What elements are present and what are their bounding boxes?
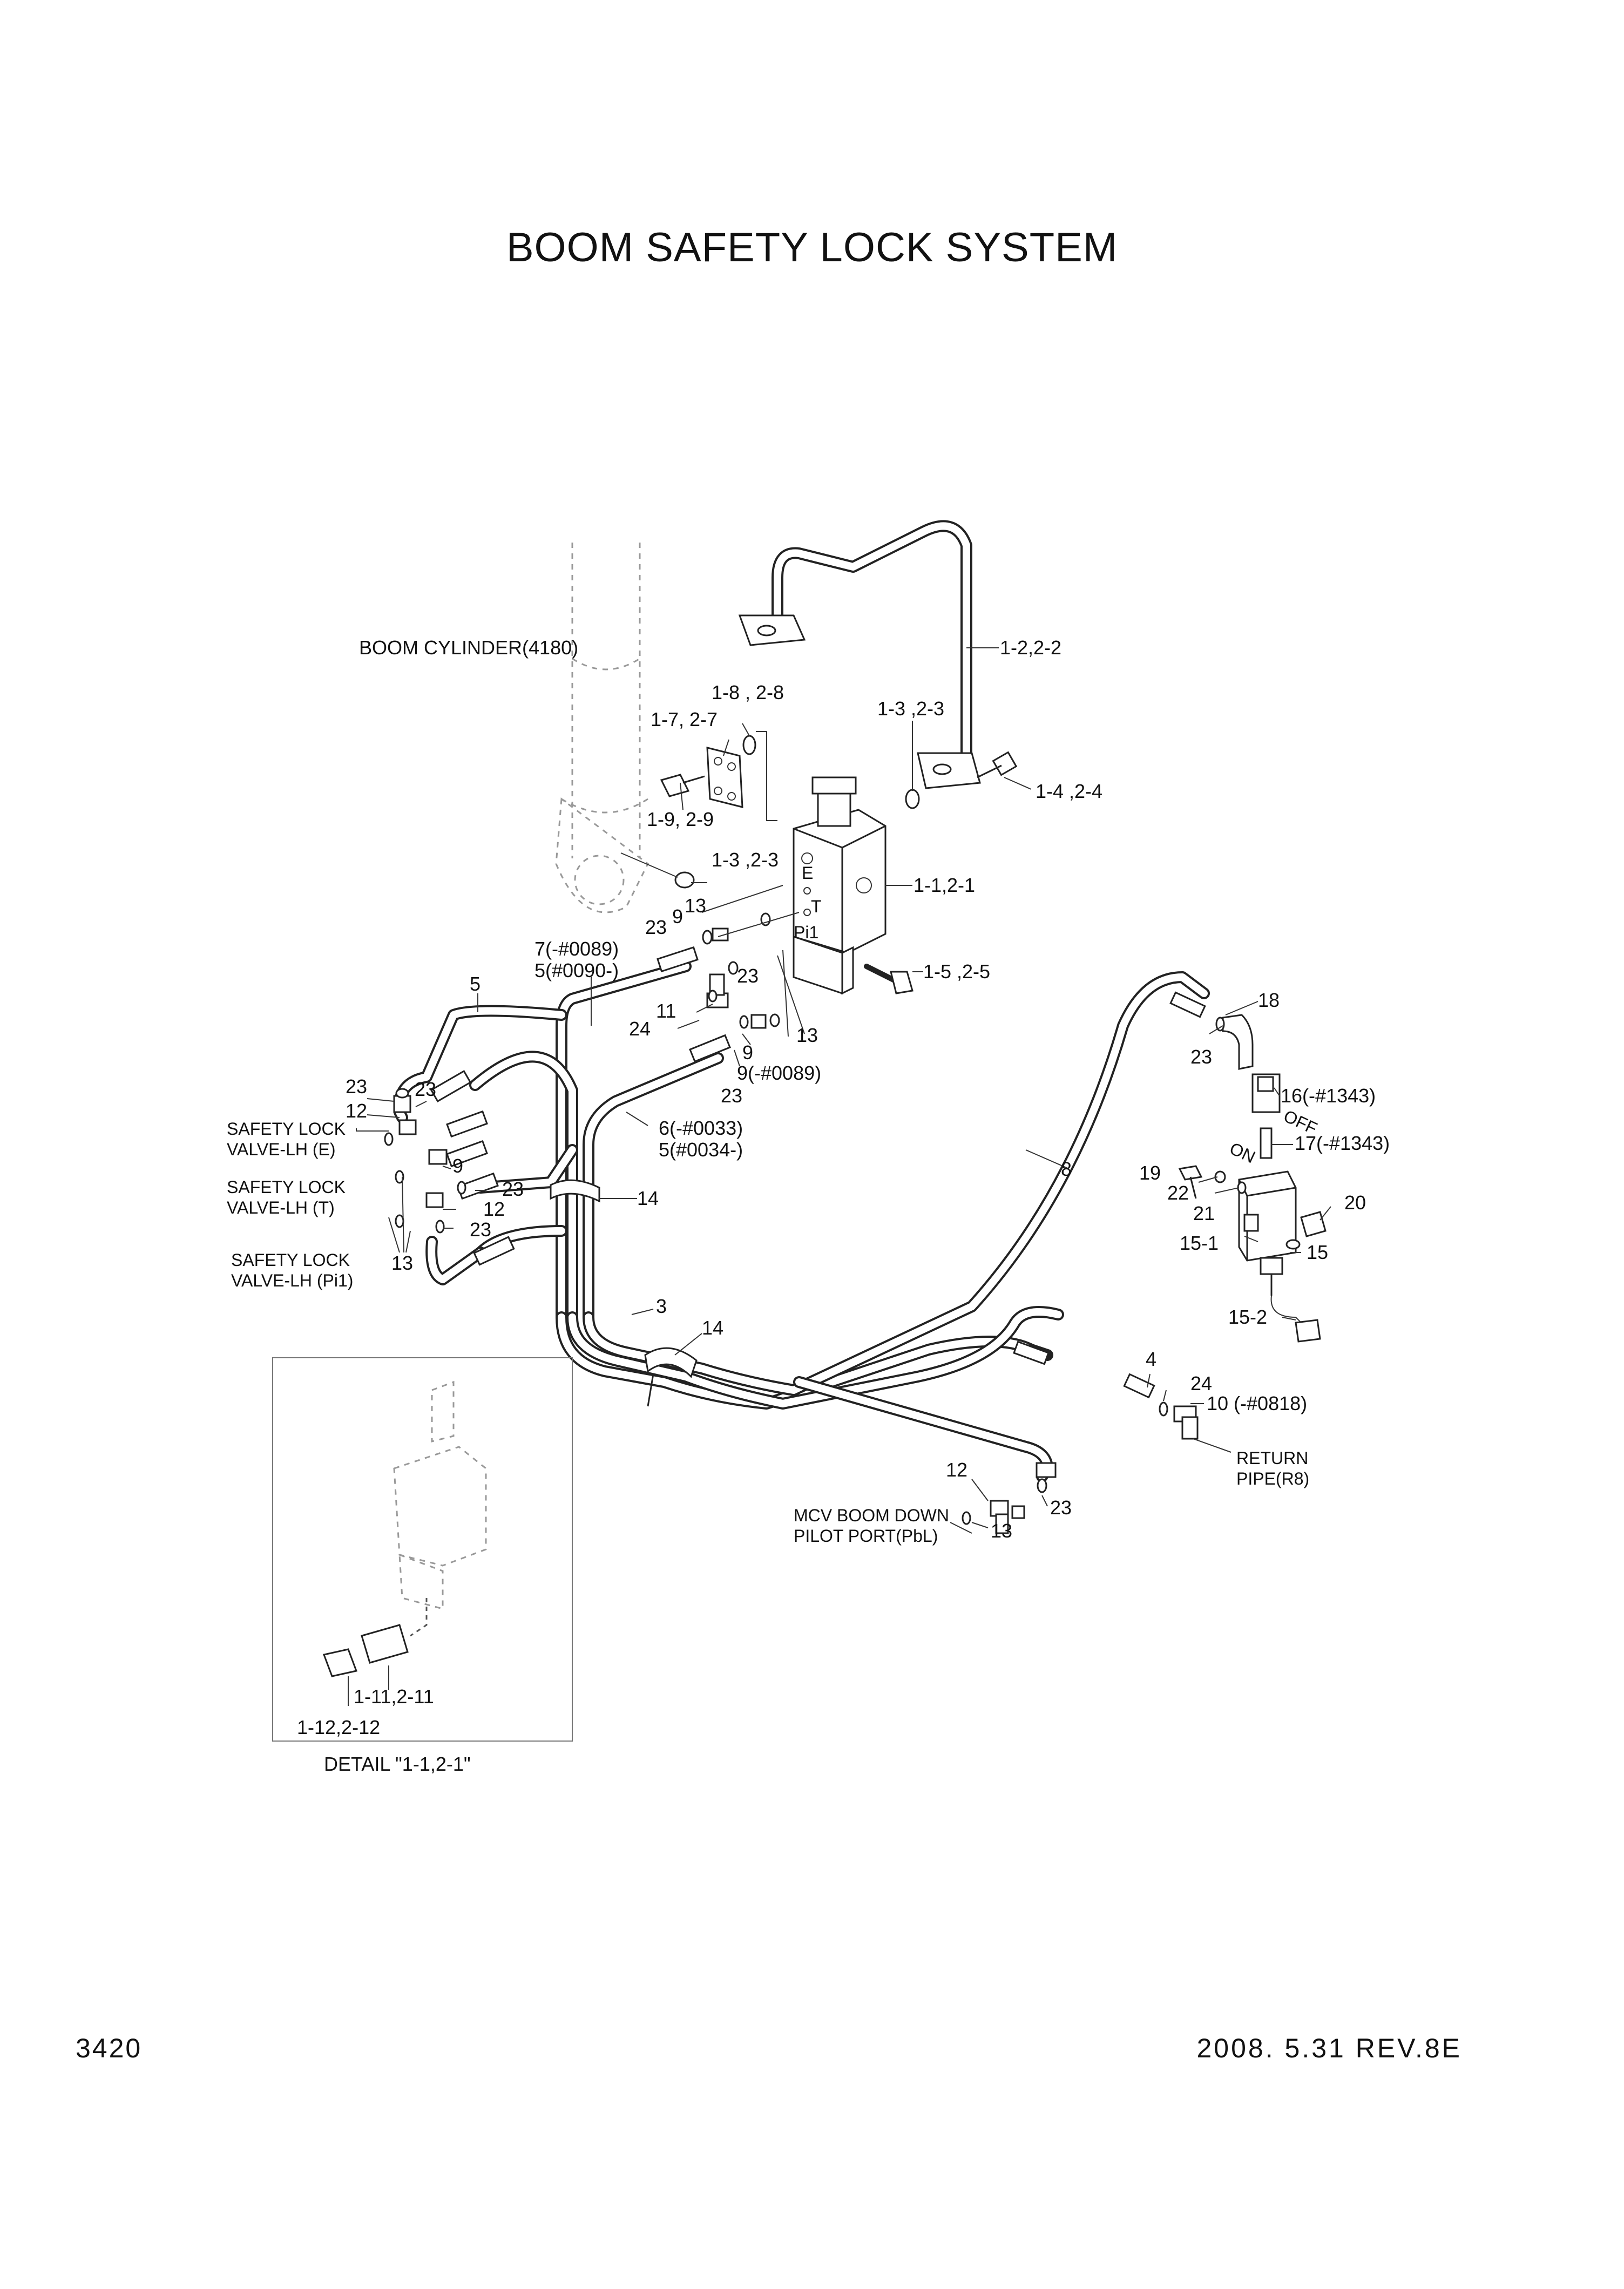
label-1-2: 1-2,2-2 — [1000, 636, 1061, 659]
label-14-a: 14 — [637, 1187, 659, 1209]
label-23-d: 23 — [346, 1075, 367, 1098]
label-23-g: 23 — [470, 1218, 491, 1241]
label-5-a: 5(#0090-) — [534, 959, 619, 981]
port-pi1-label: Pi1 — [794, 923, 818, 942]
label-slv-e-2: VALVE-LH (E) — [227, 1140, 336, 1159]
label-23-c: 23 — [721, 1085, 742, 1107]
pipe-bundle-lower — [550, 971, 1210, 1482]
label-13-d: 13 — [991, 1520, 1012, 1542]
detail-box — [272, 1357, 573, 1742]
label-mcv-1: MCV BOOM DOWN — [794, 1506, 949, 1525]
label-1-3-top: 1-3 ,2-3 — [877, 697, 944, 720]
label-1-4: 1-4 ,2-4 — [1036, 780, 1102, 802]
label-12-b: 12 — [483, 1198, 505, 1220]
fittings-block — [702, 912, 780, 1029]
label-4: 4 — [1146, 1348, 1156, 1370]
label-14-b: 14 — [702, 1317, 723, 1339]
port-e-label: E — [802, 863, 813, 883]
page-number: 3420 — [76, 2033, 143, 2063]
label-16: 16(-#1343) — [1281, 1085, 1376, 1107]
label-return-2: PIPE(R8) — [1236, 1469, 1309, 1488]
callout-labels: BOOM CYLINDER(4180) 1-2,2-2 1-8 , 2-8 1-… — [227, 636, 1390, 1775]
label-1-1: 1-1,2-1 — [914, 874, 975, 896]
label-15-2: 15-2 — [1228, 1306, 1267, 1328]
label-18: 18 — [1258, 989, 1280, 1011]
label-9-a: 9 — [672, 905, 683, 927]
label-13-b: 13 — [796, 1024, 818, 1046]
leader-lines — [356, 647, 1331, 1534]
label-19: 19 — [1139, 1162, 1161, 1184]
valve-block-1-1: E T Pi1 — [793, 776, 887, 995]
label-17: 17(-#1343) — [1295, 1132, 1390, 1154]
label-slv-t-2: VALVE-LH (T) — [227, 1198, 335, 1217]
label-9-d: 9 — [452, 1155, 463, 1177]
label-23-h: 23 — [1190, 1046, 1212, 1068]
label-23-i: 23 — [1050, 1496, 1072, 1519]
label-9-b: 9 — [742, 1041, 753, 1064]
label-5-c: 5(#0034-) — [659, 1139, 743, 1161]
label-1-7: 1-7, 2-7 — [651, 708, 718, 730]
page-title: BOOM SAFETY LOCK SYSTEM — [506, 225, 1118, 270]
label-13-a: 13 — [685, 895, 706, 917]
bolt-1-4 — [977, 751, 1018, 778]
label-1-8: 1-8 , 2-8 — [712, 681, 784, 703]
revision-date: 2008. 5.31 REV.8E — [1196, 2033, 1462, 2063]
label-slv-e-1: SAFETY LOCK — [227, 1119, 346, 1139]
label-21: 21 — [1193, 1202, 1215, 1224]
label-12-c: 12 — [946, 1459, 967, 1481]
right-valve-assembly: OFF ON — [1178, 1014, 1327, 1343]
return-fittings — [962, 1373, 1199, 1534]
label-5-b: 5 — [470, 973, 481, 995]
label-mcv-2: PILOT PORT(PbL) — [794, 1526, 938, 1546]
label-15-1: 15-1 — [1180, 1232, 1219, 1254]
bolt-1-5 — [864, 964, 914, 994]
label-23-b: 23 — [737, 965, 759, 987]
label-23-e: 23 — [415, 1078, 436, 1100]
boom-cylinder — [555, 543, 649, 913]
label-6: 6(-#0033) — [659, 1117, 743, 1139]
label-boom-cylinder: BOOM CYLINDER(4180) — [359, 636, 578, 659]
label-1-12: 1-12,2-12 — [297, 1716, 380, 1738]
port-t-label: T — [811, 897, 822, 916]
label-24-a: 24 — [629, 1018, 651, 1040]
label-12-a: 12 — [346, 1100, 367, 1122]
flange-1-7 — [660, 747, 743, 808]
label-return-1: RETURN — [1236, 1448, 1308, 1468]
label-23-f: 23 — [502, 1178, 524, 1200]
tap-on-label: ON — [1227, 1139, 1258, 1167]
label-1-3-mid: 1-3 ,2-3 — [712, 849, 779, 871]
label-1-9: 1-9, 2-9 — [647, 808, 714, 830]
hose-bundle-upper — [393, 946, 731, 1323]
label-slv-t-1: SAFETY LOCK — [227, 1177, 346, 1197]
label-1-11: 1-11,2-11 — [354, 1685, 434, 1708]
label-8: 8 — [1061, 1158, 1072, 1180]
label-3: 3 — [656, 1295, 667, 1317]
label-23-a: 23 — [645, 916, 667, 938]
detail-caption: DETAIL "1-1,2-1" — [324, 1753, 471, 1775]
label-24-b: 24 — [1190, 1372, 1212, 1394]
label-15: 15 — [1307, 1241, 1328, 1263]
label-slv-p-2: VALVE-LH (Pi1) — [231, 1271, 353, 1290]
label-slv-p-1: SAFETY LOCK — [231, 1250, 350, 1270]
label-22: 22 — [1167, 1182, 1189, 1204]
label-10: 10 (-#0818) — [1207, 1392, 1307, 1414]
pipe-1-2 — [738, 520, 981, 789]
o-rings — [674, 735, 920, 889]
label-11: 11 — [656, 1000, 676, 1022]
label-9-c: 9(-#0089) — [737, 1062, 821, 1084]
label-13-c: 13 — [391, 1252, 413, 1274]
label-1-5: 1-5 ,2-5 — [923, 960, 990, 983]
fittings-left — [384, 1088, 466, 1234]
label-7: 7(-#0089) — [534, 938, 619, 960]
label-20: 20 — [1344, 1191, 1366, 1214]
